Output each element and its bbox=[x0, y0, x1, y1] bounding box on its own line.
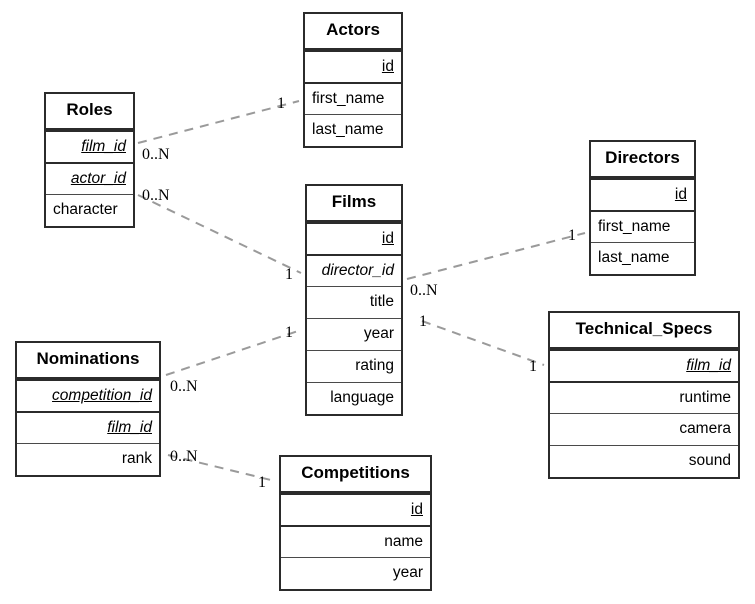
attribute-label: character bbox=[53, 201, 118, 218]
attribute-label: first_name bbox=[312, 90, 385, 107]
attribute-row[interactable]: year bbox=[307, 318, 401, 350]
attribute-label: film_id bbox=[81, 138, 126, 155]
entity-title-technical_specs: Technical_Specs bbox=[550, 313, 738, 349]
attribute-label: rating bbox=[355, 357, 394, 374]
cardinality-label-nominations-films-to: 1 bbox=[285, 324, 293, 341]
attribute-label: runtime bbox=[679, 389, 731, 406]
attribute-row[interactable]: film_id bbox=[17, 411, 159, 443]
entity-title-films: Films bbox=[307, 186, 401, 222]
attribute-label: actor_id bbox=[70, 170, 126, 187]
attribute-row[interactable]: sound bbox=[550, 445, 738, 477]
attribute-row[interactable]: id bbox=[307, 222, 401, 254]
attribute-row[interactable]: last_name bbox=[591, 242, 694, 274]
relationship-line-nominations-films bbox=[165, 329, 302, 376]
cardinality-label-films-directors-from: 0..N bbox=[410, 282, 438, 299]
attribute-row[interactable]: first_name bbox=[591, 210, 694, 242]
entity-title-directors: Directors bbox=[591, 142, 694, 178]
attribute-label: name bbox=[384, 533, 423, 550]
entity-title-nominations: Nominations bbox=[17, 343, 159, 379]
attribute-row[interactable]: actor_id bbox=[46, 162, 133, 194]
attribute-label: last_name bbox=[598, 249, 670, 266]
attribute-row[interactable]: camera bbox=[550, 413, 738, 445]
cardinality-label-nominations-competitions-to: 1 bbox=[258, 474, 266, 491]
entity-competitions[interactable]: Competitions id name year bbox=[279, 455, 432, 591]
attribute-label: id bbox=[381, 58, 394, 75]
cardinality-label-nominations-competitions-from: 0..N bbox=[170, 448, 198, 465]
relationship-line-films-directors bbox=[406, 232, 586, 280]
attribute-label: competition_id bbox=[52, 387, 152, 404]
attribute-row[interactable]: title bbox=[307, 286, 401, 318]
attribute-label: sound bbox=[688, 452, 731, 469]
attribute-label: title bbox=[369, 293, 394, 310]
attribute-row[interactable]: id bbox=[305, 50, 401, 82]
attribute-row[interactable]: language bbox=[307, 382, 401, 414]
cardinality-label-films-technical_specs-from: 1 bbox=[419, 313, 427, 330]
cardinality-label-nominations-films-from: 0..N bbox=[170, 378, 198, 395]
attribute-label: year bbox=[392, 564, 423, 581]
cardinality-label-roles-actors-to: 1 bbox=[277, 95, 285, 112]
attribute-row[interactable]: director_id bbox=[307, 254, 401, 286]
attribute-label: year bbox=[363, 325, 394, 342]
attribute-label: film_id bbox=[686, 357, 731, 374]
attribute-label: id bbox=[381, 230, 394, 247]
attribute-label: language bbox=[330, 389, 394, 406]
entity-actors[interactable]: Actors id first_name last_name bbox=[303, 12, 403, 148]
cardinality-label-roles-films-from: 0..N bbox=[142, 187, 170, 204]
attribute-label: id bbox=[674, 186, 687, 203]
relationship-line-films-technical_specs bbox=[421, 320, 545, 366]
attribute-row[interactable]: film_id bbox=[46, 130, 133, 162]
attribute-label: id bbox=[410, 501, 423, 518]
cardinality-label-roles-actors-from: 0..N bbox=[142, 146, 170, 163]
entity-roles[interactable]: Roles film_id actor_id character bbox=[44, 92, 135, 228]
attribute-row[interactable]: id bbox=[591, 178, 694, 210]
attribute-row[interactable]: name bbox=[281, 525, 430, 557]
cardinality-label-films-directors-to: 1 bbox=[568, 227, 576, 244]
attribute-label: last_name bbox=[312, 121, 384, 138]
cardinality-label-roles-films-to: 1 bbox=[285, 266, 293, 283]
relationship-line-roles-actors bbox=[137, 100, 300, 144]
relationship-line-roles-films bbox=[137, 194, 302, 274]
attribute-row[interactable]: film_id bbox=[550, 349, 738, 381]
attribute-label: rank bbox=[121, 450, 152, 467]
entity-title-actors: Actors bbox=[305, 14, 401, 50]
entity-title-competitions: Competitions bbox=[281, 457, 430, 493]
attribute-row[interactable]: rating bbox=[307, 350, 401, 382]
attribute-row[interactable]: last_name bbox=[305, 114, 401, 146]
entity-title-roles: Roles bbox=[46, 94, 133, 130]
attribute-row[interactable]: runtime bbox=[550, 381, 738, 413]
attribute-row[interactable]: character bbox=[46, 194, 133, 226]
cardinality-label-films-technical_specs-to: 1 bbox=[529, 358, 537, 375]
attribute-row[interactable]: rank bbox=[17, 443, 159, 475]
attribute-row[interactable]: first_name bbox=[305, 82, 401, 114]
attribute-label: film_id bbox=[107, 419, 152, 436]
attribute-label: first_name bbox=[598, 218, 671, 235]
attribute-label: camera bbox=[679, 420, 731, 437]
attribute-row[interactable]: year bbox=[281, 557, 430, 589]
attribute-row[interactable]: id bbox=[281, 493, 430, 525]
attribute-row[interactable]: competition_id bbox=[17, 379, 159, 411]
attribute-label: director_id bbox=[321, 262, 394, 279]
